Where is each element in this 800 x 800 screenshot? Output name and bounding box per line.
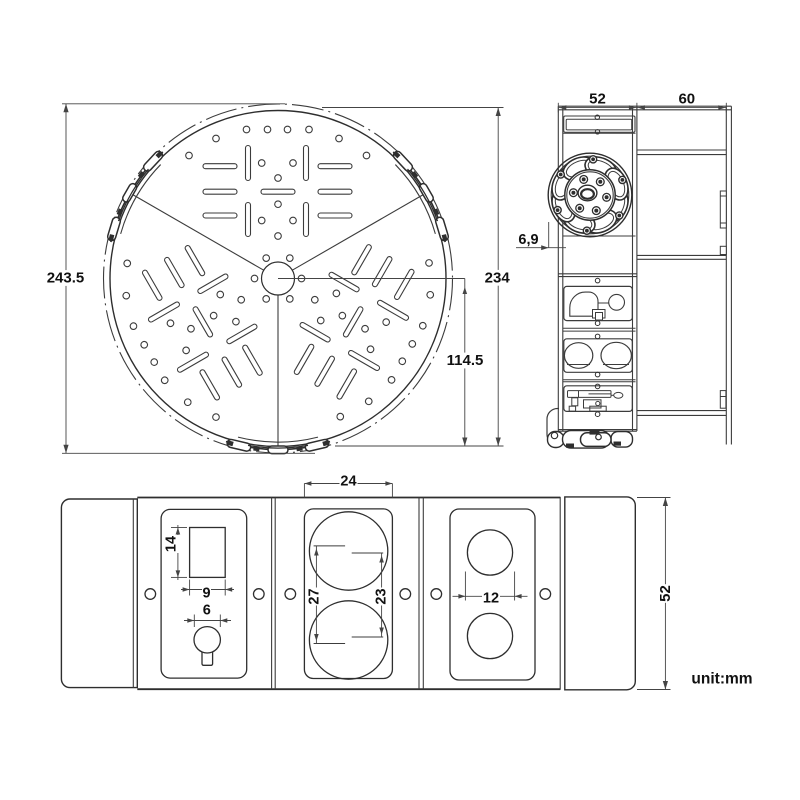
svg-text:9: 9 <box>202 586 210 602</box>
svg-text:27: 27 <box>307 588 323 604</box>
svg-text:60: 60 <box>678 91 695 108</box>
svg-text:6: 6 <box>203 603 211 619</box>
svg-text:52: 52 <box>657 585 674 602</box>
svg-text:14: 14 <box>164 536 180 552</box>
svg-text:234: 234 <box>485 269 511 286</box>
svg-text:12: 12 <box>483 590 499 606</box>
svg-text:23: 23 <box>374 588 390 604</box>
svg-text:24: 24 <box>340 474 356 490</box>
svg-text:52: 52 <box>589 91 606 108</box>
svg-text:114.5: 114.5 <box>447 352 484 369</box>
svg-text:unit:mm: unit:mm <box>691 671 752 688</box>
svg-text:243.5: 243.5 <box>47 270 85 287</box>
svg-text:6,9: 6,9 <box>518 232 538 248</box>
